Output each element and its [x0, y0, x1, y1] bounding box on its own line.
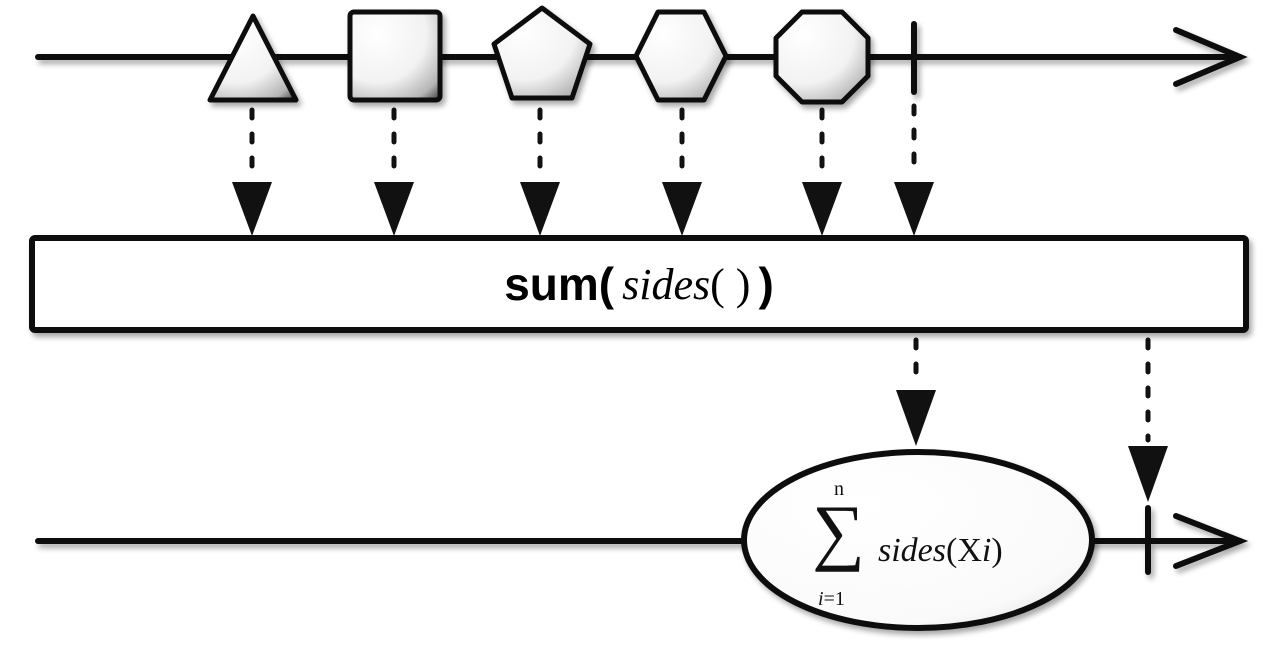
- summation-close-paren: ): [991, 532, 1003, 569]
- summation-symbol: ∑: [812, 491, 865, 573]
- pentagon-item: [491, 5, 593, 101]
- summation-lower-limit: i=1: [818, 588, 845, 611]
- triangle-item: [207, 13, 299, 103]
- operator-close: ): [758, 258, 774, 310]
- operator-argument: sides( ): [622, 259, 750, 310]
- summation-start: =1: [823, 588, 845, 610]
- summation-variable: X: [957, 532, 982, 569]
- octagon-item: [773, 9, 871, 105]
- operator-label: sum( sides( ) ): [32, 238, 1246, 330]
- summation-expression: sides(Xi): [878, 532, 1003, 570]
- summation-variable-index: i: [981, 532, 992, 569]
- input-arrows: [232, 103, 934, 236]
- hexagon-item: [633, 9, 729, 103]
- operator-function: sum(: [504, 258, 615, 310]
- output-arrows: [896, 337, 1168, 502]
- result-formula: n ∑ i=1 sides(Xi): [744, 460, 1094, 620]
- operator-argument-parens: ( ): [710, 259, 751, 309]
- square-item: [347, 9, 443, 103]
- summation-open-paren: (: [946, 532, 958, 569]
- summation-index: i: [818, 588, 824, 610]
- operator-argument-name: sides: [622, 259, 711, 309]
- operator-box: [29, 235, 1249, 333]
- input-items: [207, 5, 871, 105]
- summation-function: sides: [878, 532, 946, 569]
- result-item: [741, 449, 1095, 631]
- summation-upper-limit: n: [834, 478, 844, 500]
